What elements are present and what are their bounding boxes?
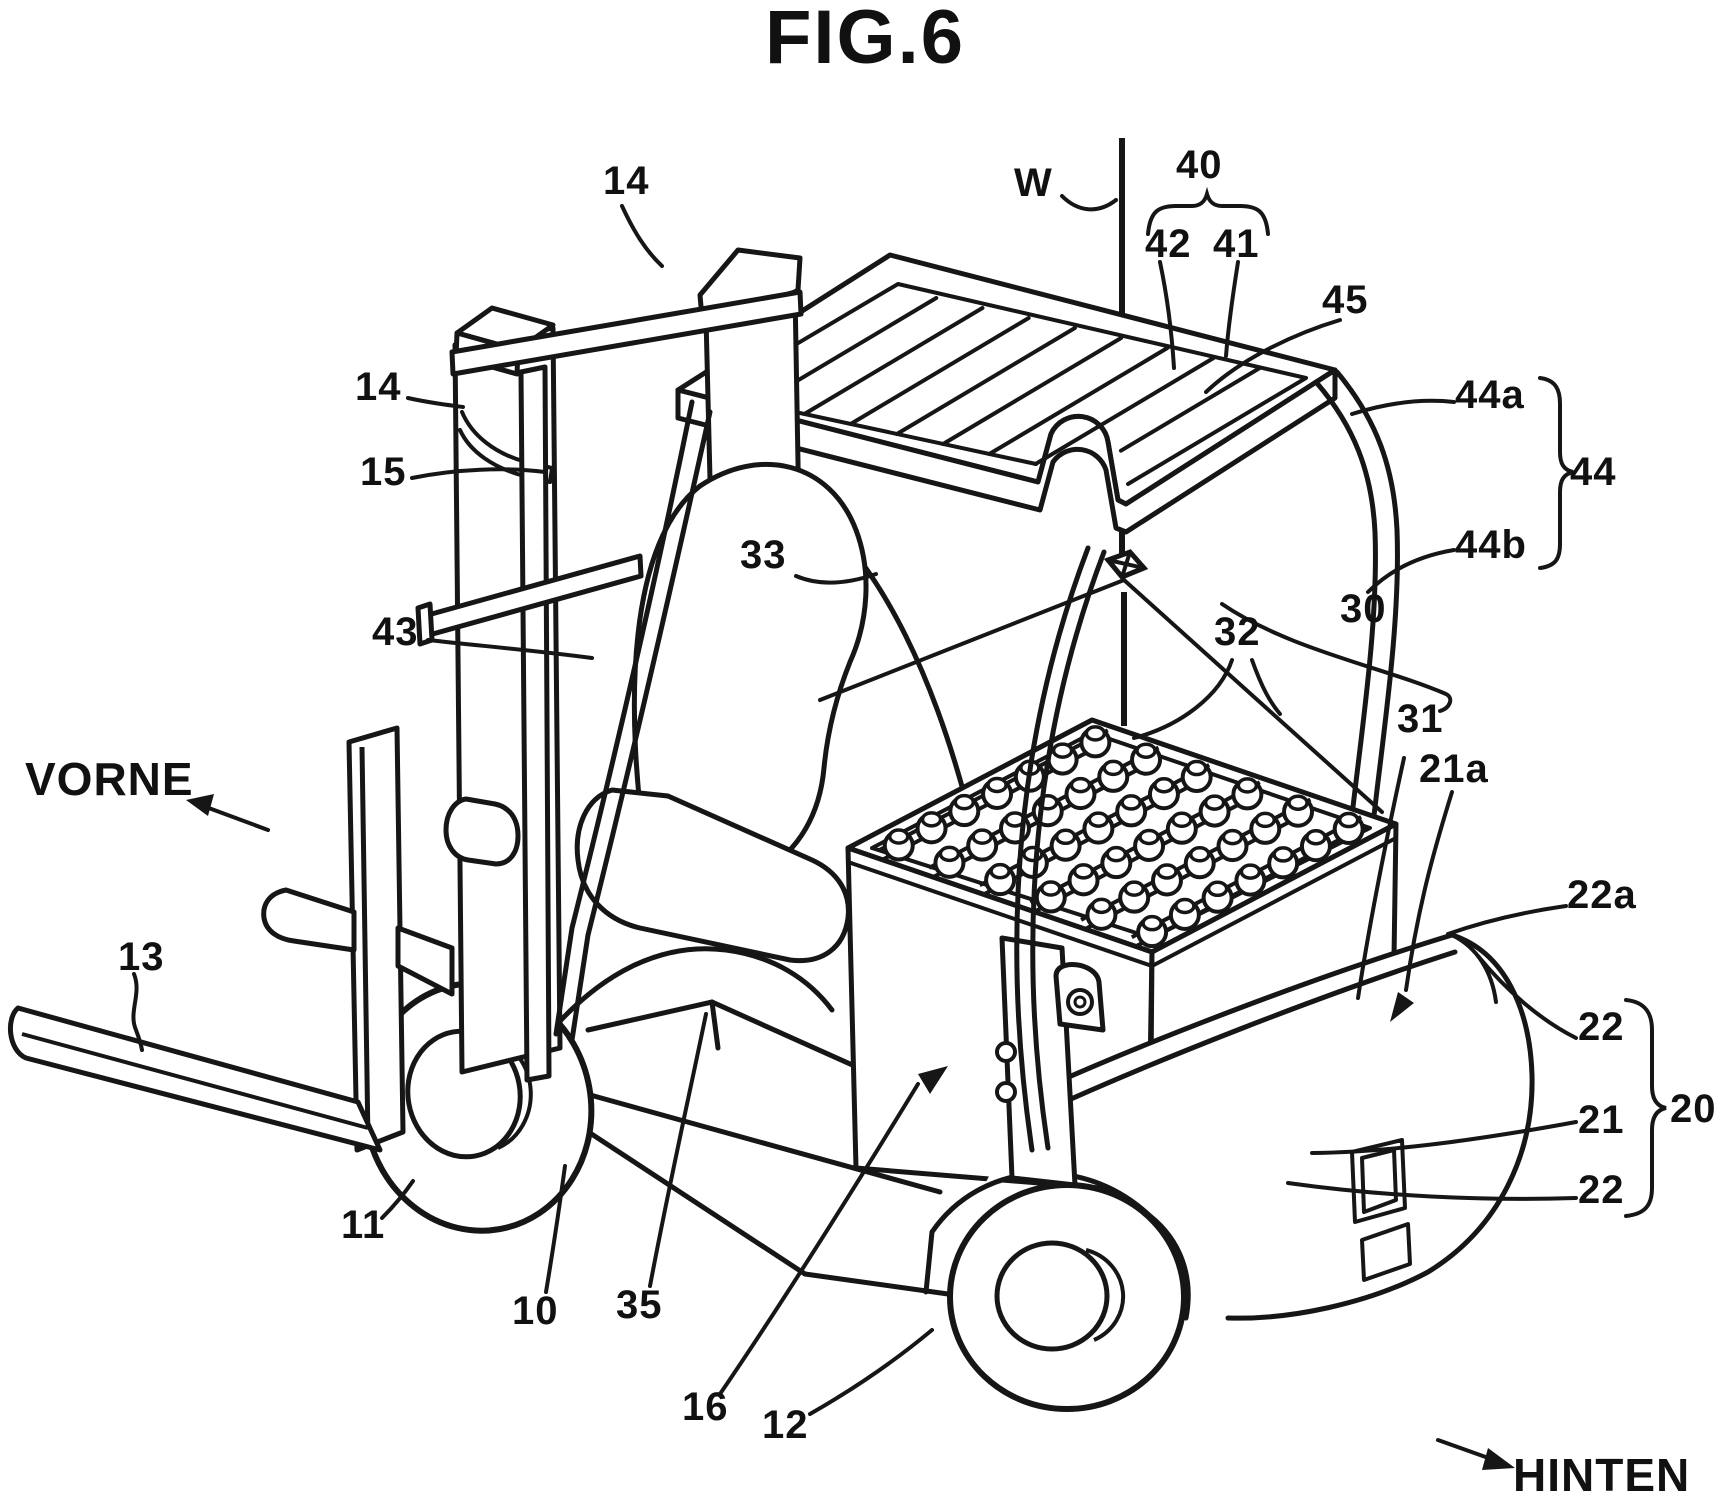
rear-hub-arc	[1085, 1248, 1126, 1342]
ref-label-16: 16	[682, 1385, 729, 1429]
ref-label-44a: 44a	[1455, 373, 1525, 417]
ref-label-12: 12	[762, 1403, 809, 1447]
leader-13	[131, 972, 144, 1052]
leader-45	[1204, 318, 1342, 394]
leader-42	[1158, 260, 1176, 370]
counterweight-slot-inner	[1360, 1148, 1398, 1214]
direction-label-rear: HINTEN	[1513, 1449, 1691, 1499]
ref-label-22-upper: 22	[1578, 1005, 1625, 1049]
hinten-arrowhead	[1482, 1448, 1515, 1470]
leader-10	[544, 1164, 567, 1294]
vorne-arrowhead	[186, 794, 214, 816]
brace-44	[1538, 376, 1574, 570]
mast-inner-rail	[518, 364, 552, 1083]
brace-20	[1624, 998, 1667, 1218]
vorne-arrow-line	[204, 805, 270, 832]
arrow-16	[918, 1066, 948, 1094]
ref-label-35: 35	[616, 1283, 663, 1327]
sling-left	[818, 578, 1126, 702]
leader-43	[426, 638, 594, 660]
leader-21a	[1404, 790, 1454, 992]
ref-label-33: 33	[740, 533, 787, 577]
ref-label-w-axis: W	[1014, 161, 1053, 205]
ref-label-30: 30	[1340, 587, 1387, 631]
ref-label-13: 13	[118, 935, 165, 979]
leader-32a	[1132, 658, 1234, 740]
hinten-arrow-line	[1436, 1438, 1496, 1462]
direction-label-front: VORNE	[25, 753, 194, 805]
leader-11	[380, 1179, 415, 1220]
ref-label-22-lower: 22	[1578, 1168, 1625, 1212]
leader-22-lower	[1286, 1181, 1578, 1201]
leader-33	[794, 572, 878, 585]
arrow-21a	[1390, 992, 1414, 1022]
forks	[7, 887, 455, 1153]
console-knob-1	[995, 1041, 1017, 1063]
guard-front-pillars	[553, 399, 1107, 1153]
counterweight-slot-outer	[1350, 1138, 1407, 1224]
lifting-slings	[818, 549, 1384, 814]
leader-30	[1220, 602, 1453, 713]
rear-wheel	[947, 1182, 1187, 1412]
leader-15	[410, 467, 547, 480]
mast-crossbar-top	[449, 289, 804, 377]
roof-inner-border	[710, 282, 1308, 486]
ref-label-42: 42	[1145, 222, 1192, 266]
leader-44b	[1366, 548, 1456, 594]
roof-slats	[756, 296, 1262, 466]
rear-body-fill	[926, 935, 1533, 1319]
ref-label-21: 21	[1578, 1098, 1625, 1142]
console-knob-2	[995, 1081, 1017, 1103]
sling-right	[1122, 578, 1384, 814]
driver-seat	[574, 462, 869, 964]
leader-31	[1356, 756, 1406, 1000]
leader-w	[1060, 194, 1118, 212]
leader-41	[1224, 260, 1240, 358]
ref-label-31: 31	[1397, 697, 1444, 741]
ref-label-10: 10	[512, 1289, 559, 1333]
rear-rim-edge-1	[1032, 932, 1455, 1095]
leader-22a	[1446, 904, 1568, 936]
leader-44a	[1350, 398, 1456, 416]
counterweight-step	[1360, 1222, 1412, 1282]
ref-label-22a: 22a	[1567, 873, 1637, 917]
figure-title: FIG.6	[764, 0, 966, 80]
overhead-guard-roof	[675, 252, 1338, 535]
leader-22-upper	[1476, 954, 1578, 1040]
rear-rim-edge-2	[1039, 949, 1458, 1115]
seat-base	[574, 787, 851, 964]
mast-roller	[443, 796, 521, 867]
rear-rim	[994, 1240, 1110, 1352]
leader-lines	[131, 186, 1667, 1470]
ref-label-45: 45	[1322, 278, 1369, 322]
ref-label-44b: 44b	[1455, 523, 1527, 567]
roof-front-face	[675, 367, 1338, 535]
leader-35	[648, 1012, 708, 1288]
leader-14-left	[406, 396, 465, 409]
leader-12	[808, 1328, 934, 1416]
ref-label-11: 11	[341, 1203, 386, 1247]
leader-14-top	[620, 204, 664, 268]
fork-carriage	[346, 725, 406, 1153]
ref-label-40: 40	[1176, 143, 1223, 187]
ref-label-43: 43	[372, 610, 419, 654]
rear-body	[923, 932, 1535, 1321]
leader-16	[718, 1082, 920, 1396]
brace-40	[1146, 186, 1270, 236]
ref-label-14-top: 14	[603, 159, 650, 203]
ref-label-21a: 21a	[1419, 747, 1489, 791]
upper-fork	[261, 887, 357, 953]
leader-21	[1310, 1120, 1578, 1155]
ref-label-15: 15	[360, 450, 407, 494]
ref-label-14-left: 14	[355, 365, 402, 409]
battery-cell-grid	[877, 725, 1367, 949]
ref-label-32: 32	[1214, 610, 1261, 654]
ref-label-41: 41	[1213, 222, 1260, 266]
leader-32b	[1250, 658, 1282, 716]
rear-fender	[929, 1170, 1191, 1321]
ref-label-44: 44	[1570, 450, 1617, 494]
ref-label-20: 20	[1670, 1087, 1717, 1131]
